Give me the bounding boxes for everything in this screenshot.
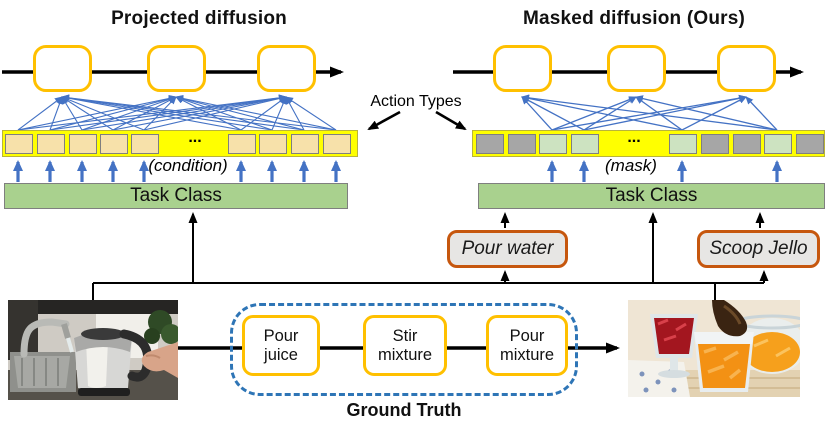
step-line: mixture bbox=[377, 345, 433, 364]
step-line: Pour bbox=[509, 326, 545, 345]
task-class-bar-left: Task Class bbox=[4, 183, 348, 209]
strip-cell-masked bbox=[796, 134, 824, 154]
pour-water-text: Pour water bbox=[461, 238, 554, 259]
kettle bbox=[74, 328, 153, 396]
strip-cell-masked bbox=[733, 134, 761, 154]
strip-cell-token bbox=[323, 134, 351, 154]
strip-cell-token bbox=[5, 134, 33, 154]
strip-cell-token bbox=[69, 134, 97, 154]
strip-cell-token bbox=[100, 134, 128, 154]
strip-cell-visible bbox=[571, 134, 599, 154]
ground-truth-step-box: Pour juice bbox=[242, 315, 320, 376]
step-line: juice bbox=[264, 345, 298, 364]
step-line: Stir bbox=[392, 326, 418, 345]
right-panel-title: Masked diffusion (Ours) bbox=[522, 8, 746, 29]
spoon bbox=[712, 300, 748, 337]
strip-cell-token bbox=[37, 134, 65, 154]
diffusion-step-box bbox=[607, 45, 666, 92]
diffusion-step-box bbox=[257, 45, 316, 92]
diffusion-step-box bbox=[33, 45, 92, 92]
strip-cell-visible bbox=[539, 134, 567, 154]
diffusion-step-box bbox=[717, 45, 776, 92]
action-types-label: Action Types bbox=[370, 93, 462, 110]
pour-water-box: Pour water bbox=[447, 230, 568, 268]
scoop-jello-text: Scoop Jello bbox=[709, 238, 808, 259]
ground-truth-label: Ground Truth bbox=[346, 400, 462, 420]
red-jello-glass bbox=[650, 314, 698, 378]
mask-token-strip: ... bbox=[472, 129, 825, 157]
jello-bowls-photo bbox=[628, 300, 800, 397]
condition-token-strip: ... bbox=[2, 129, 358, 157]
strip-cell-visible bbox=[764, 134, 792, 154]
task-class-text: Task Class bbox=[130, 185, 222, 206]
strip-cell-masked bbox=[508, 134, 536, 154]
strip-cell-masked bbox=[701, 134, 729, 154]
ground-truth-step-box: Stir mixture bbox=[363, 315, 447, 376]
strip-cell-visible bbox=[669, 134, 697, 154]
diffusion-step-box bbox=[147, 45, 206, 92]
ellipsis: ... bbox=[627, 129, 641, 146]
sink-kettle-photo bbox=[8, 300, 178, 400]
strip-cell-token bbox=[228, 134, 256, 154]
hand bbox=[141, 342, 178, 378]
action-types-arrows bbox=[367, 110, 467, 131]
routing-lines bbox=[92, 212, 769, 301]
plant bbox=[144, 310, 178, 344]
step-line: mixture bbox=[499, 345, 555, 364]
ellipsis: ... bbox=[188, 129, 202, 146]
task-class-bar-right: Task Class bbox=[478, 183, 825, 209]
mask-label: (mask) bbox=[605, 156, 657, 175]
strip-cell-token bbox=[131, 134, 159, 154]
scoop-jello-box: Scoop Jello bbox=[697, 230, 820, 268]
strip-cell-token bbox=[291, 134, 319, 154]
left-panel-title: Projected diffusion bbox=[111, 8, 287, 29]
task-class-text: Task Class bbox=[605, 185, 698, 206]
diffusion-step-box bbox=[493, 45, 552, 92]
orange-jello-glass bbox=[694, 332, 754, 392]
cloth bbox=[628, 360, 690, 397]
step-line: Pour bbox=[263, 326, 299, 345]
strip-cell-masked bbox=[476, 134, 504, 154]
ground-truth-step-box: Pour mixture bbox=[486, 315, 568, 376]
condition-label: (condition) bbox=[148, 156, 228, 175]
strip-cell-token bbox=[259, 134, 287, 154]
faucet bbox=[20, 318, 70, 358]
